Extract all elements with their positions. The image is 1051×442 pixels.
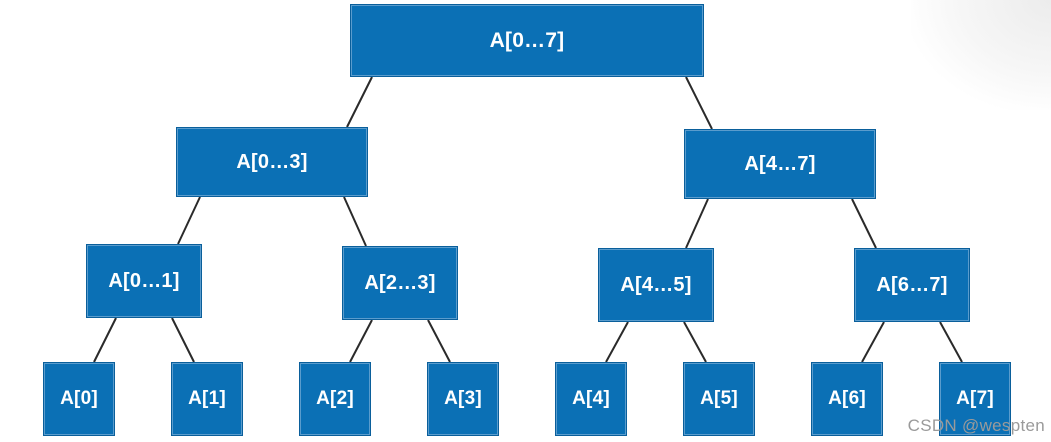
- node-a-2-3: A[2…3]: [342, 246, 458, 320]
- leaf-a-6: A[6]: [811, 362, 883, 436]
- edge-23-2: [349, 319, 373, 363]
- edge-03-01: [177, 196, 201, 245]
- edge-root-right: [685, 76, 713, 130]
- edge-23-3: [427, 319, 451, 363]
- edge-67-7: [939, 321, 963, 363]
- edge-47-45: [685, 198, 709, 249]
- node-a-4-7: A[4…7]: [684, 129, 876, 199]
- edge-01-0: [93, 317, 117, 363]
- edge-45-5: [683, 321, 707, 363]
- node-a-6-7: A[6…7]: [854, 248, 970, 322]
- corner-shade: [911, 0, 1051, 110]
- leaf-a-7: A[7]: [939, 362, 1011, 436]
- leaf-a-0: A[0]: [43, 362, 115, 436]
- leaf-a-2: A[2]: [299, 362, 371, 436]
- leaf-a-5: A[5]: [683, 362, 755, 436]
- edge-03-23: [343, 196, 367, 247]
- edge-47-67: [851, 198, 877, 249]
- node-a-0-3: A[0…3]: [176, 127, 368, 197]
- node-a-0-1: A[0…1]: [86, 244, 202, 318]
- edge-67-6: [861, 321, 885, 363]
- edge-01-1: [171, 317, 195, 363]
- leaf-a-4: A[4]: [555, 362, 627, 436]
- edge-45-4: [605, 321, 629, 363]
- node-a-0-7: A[0…7]: [350, 4, 704, 77]
- watermark-text: CSDN @wespten: [907, 416, 1045, 435]
- edge-root-left: [346, 76, 373, 128]
- node-a-4-5: A[4…5]: [598, 248, 714, 322]
- leaf-a-3: A[3]: [427, 362, 499, 436]
- leaf-a-1: A[1]: [171, 362, 243, 436]
